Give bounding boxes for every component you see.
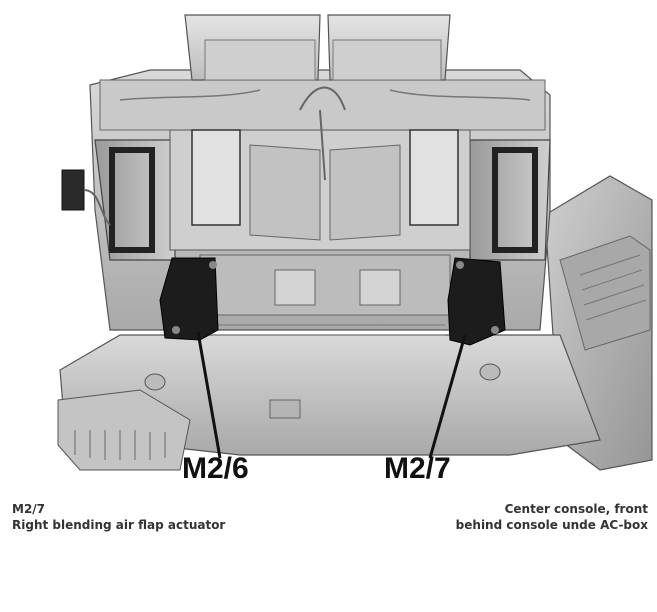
- actuator-m2-7: [447, 257, 506, 346]
- top-ducts: [119, 14, 531, 181]
- caption-component: M2/7 Right blending air flap actuator: [12, 501, 225, 533]
- callout-m2-6: M2/6: [182, 452, 249, 485]
- location-line-1: Center console, front: [504, 502, 648, 516]
- location-line-2: behind console unde AC-box: [455, 518, 648, 532]
- callout-m2-7: M2/7: [384, 452, 451, 485]
- leader-line-m2-6: [196, 331, 222, 459]
- caption-location: Center console, front behind console und…: [456, 501, 648, 533]
- hvac-unit-illustration: [57, 14, 653, 471]
- component-code: M2/7: [12, 502, 46, 516]
- leader-line-m2-7: [428, 334, 467, 459]
- lower-housing: [57, 334, 601, 471]
- actuator-m2-6: [159, 257, 219, 341]
- component-description: Right blending air flap actuator: [12, 518, 226, 532]
